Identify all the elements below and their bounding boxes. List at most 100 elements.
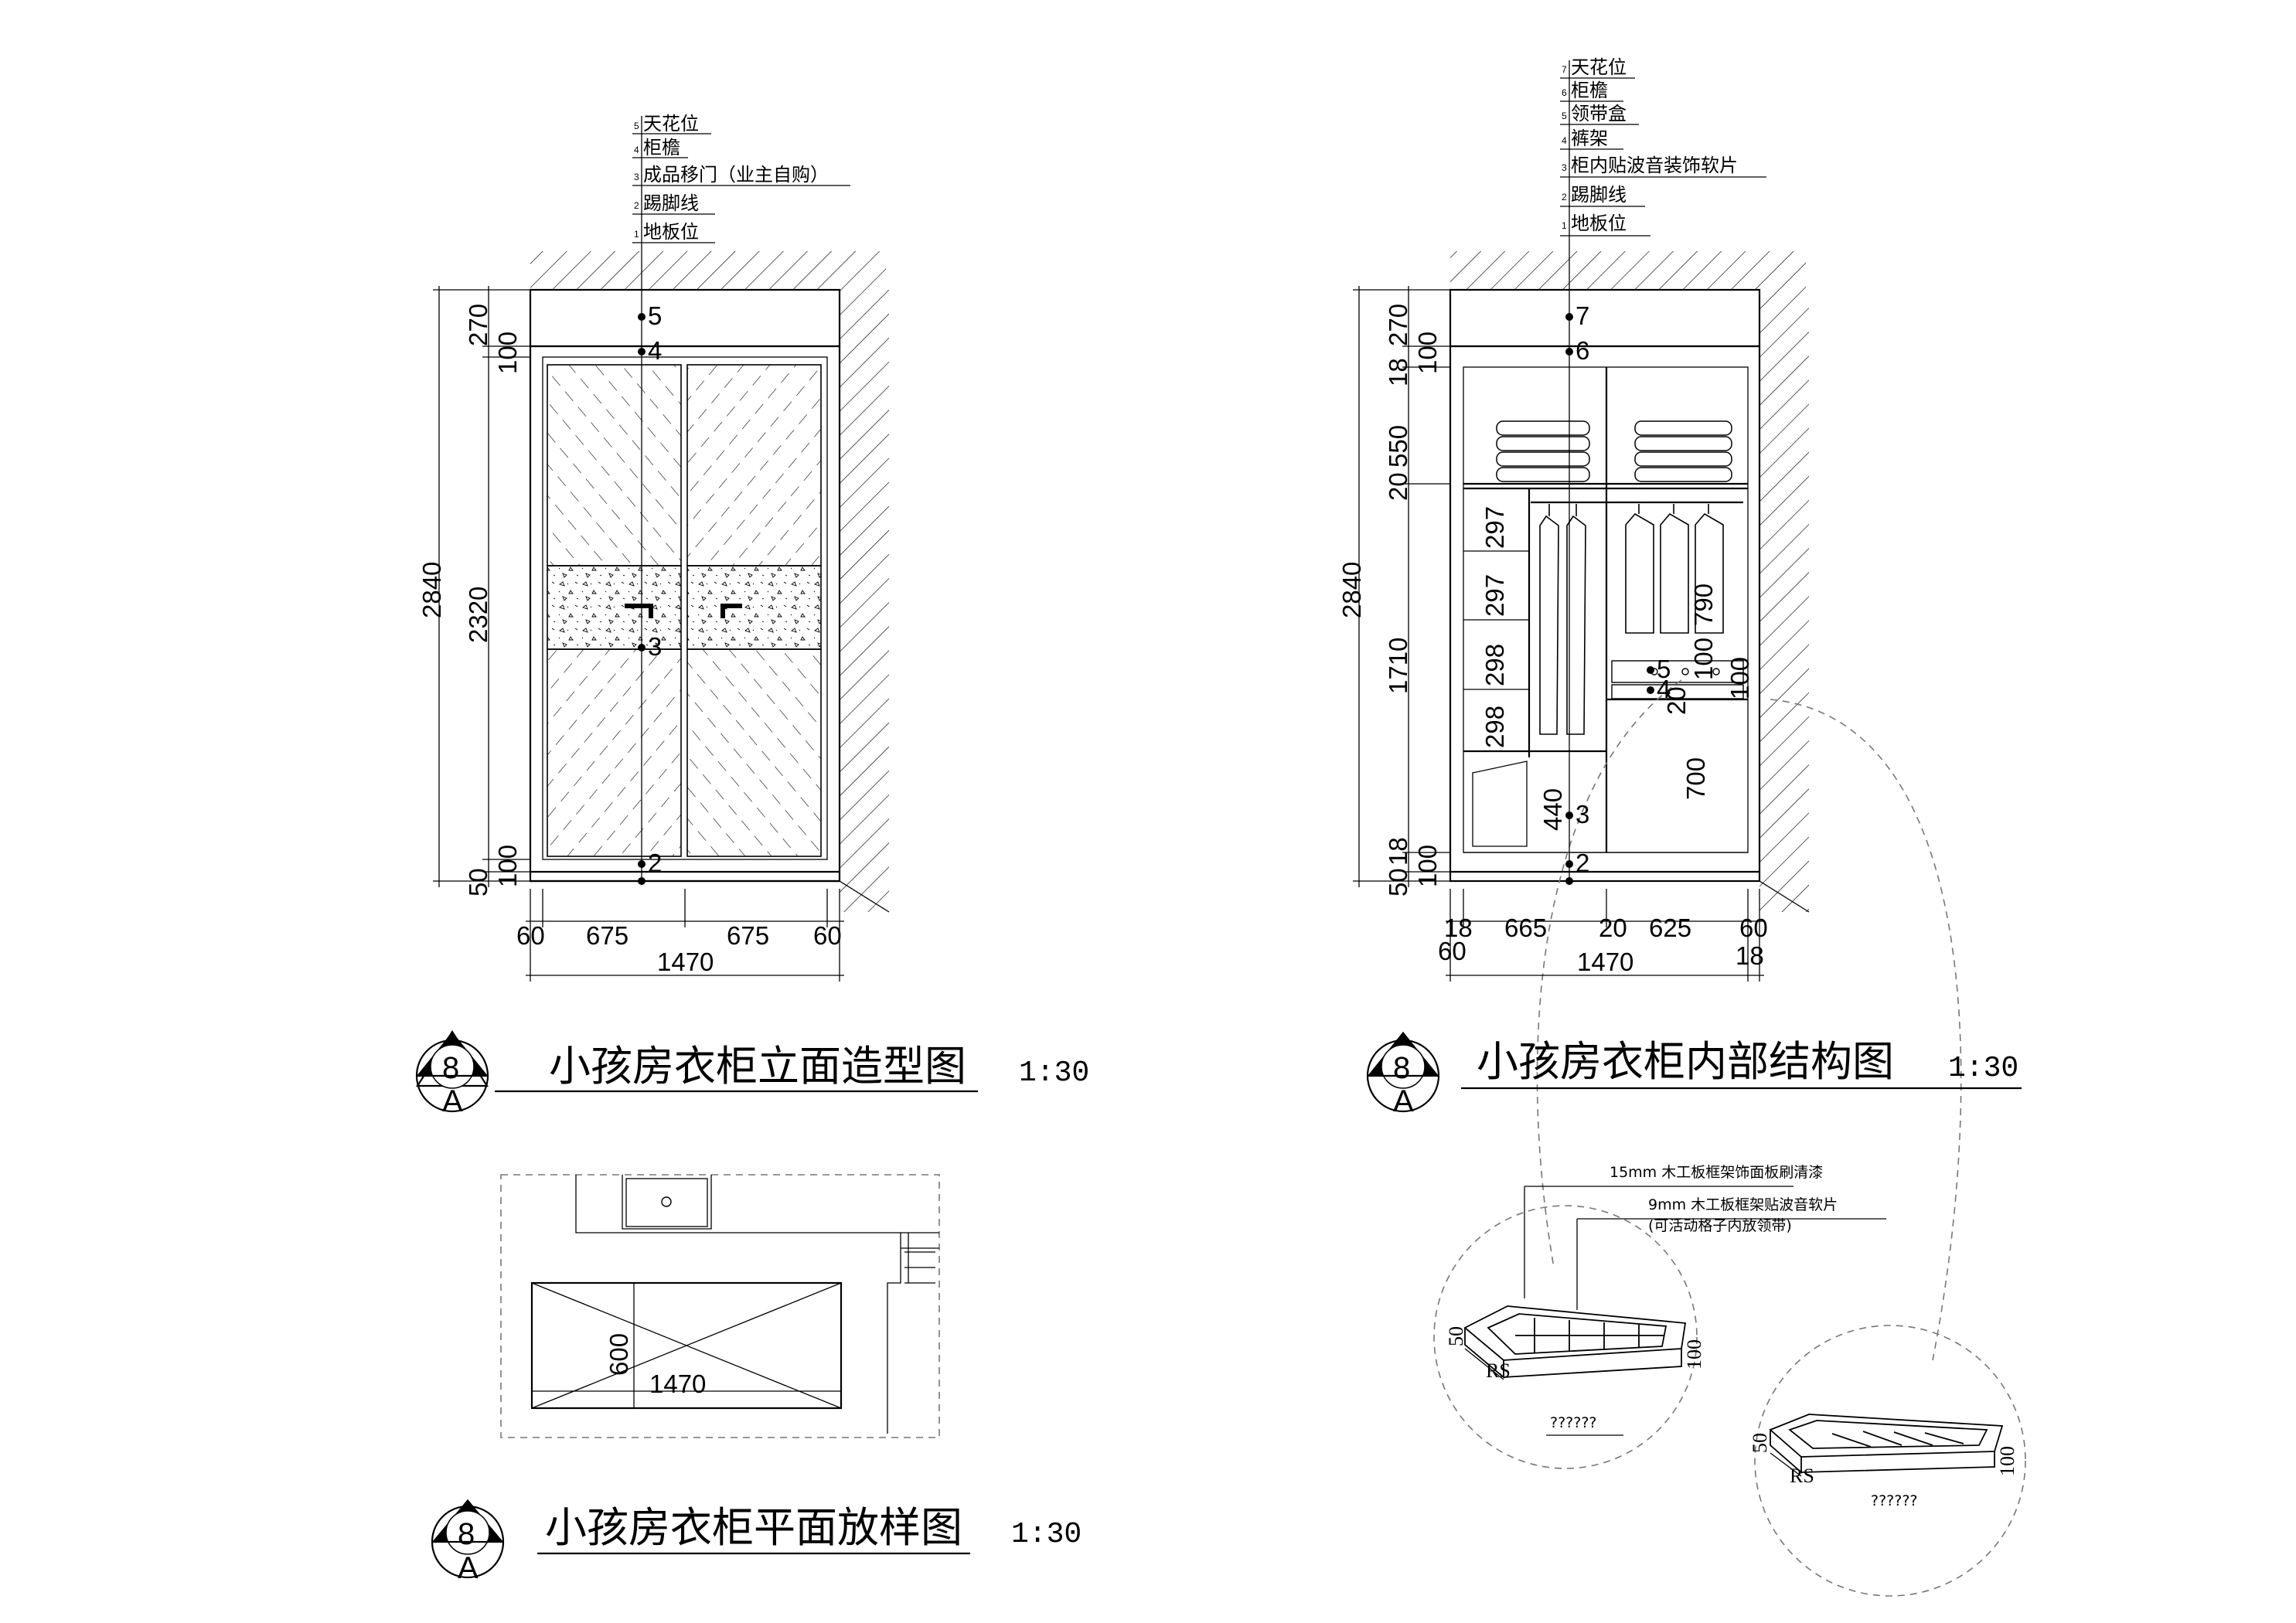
svg-text:18: 18 xyxy=(1384,358,1412,386)
symbol-number: 8 xyxy=(1393,1051,1410,1085)
svg-text:3: 3 xyxy=(1576,800,1589,829)
svg-text:18: 18 xyxy=(1384,837,1412,866)
dim-total-height: 2840 xyxy=(1337,562,1366,618)
svg-text:100: 100 xyxy=(1689,638,1718,680)
door-left-panel-stone xyxy=(547,565,682,650)
cabinet-inner-frame xyxy=(542,356,828,860)
svg-text:625: 625 xyxy=(1649,914,1691,942)
note-movable-grid: (可活动格子内放领带) xyxy=(1648,1217,1792,1234)
wall-hatch-right xyxy=(840,290,889,912)
tie-box-detail-a: 15mm 木工板框架饰面板刷清漆 9mm 木工板框架贴波音软片 (可活动格子内放… xyxy=(1433,1164,1886,1469)
label-interior-film: 柜内贴波音装饰软片 xyxy=(1571,155,1738,176)
door-right-upper xyxy=(686,364,822,567)
svg-text:4: 4 xyxy=(634,145,639,155)
dim-270: 270 xyxy=(464,304,492,346)
svg-text:6: 6 xyxy=(1562,87,1567,98)
note-panel-varnish: 15mm 木工板框架饰面板刷清漆 xyxy=(1610,1164,1823,1181)
svg-text:1710: 1710 xyxy=(1384,638,1412,694)
svg-text:5: 5 xyxy=(1657,655,1671,683)
label-tie-box: 领带盒 xyxy=(1571,103,1627,124)
svg-text:6: 6 xyxy=(1576,336,1589,365)
label-row-3: 3 成品移门（业主自购） xyxy=(632,164,850,186)
svg-text:675: 675 xyxy=(586,921,629,950)
title-block-front-elevation: 8 A 小孩房衣柜立面造型图 1:30 xyxy=(415,1029,1089,1118)
svg-text:7: 7 xyxy=(1576,301,1589,330)
vertical-dimensions: 2840 270 100 18 550 20 1710 18 100 50 xyxy=(1337,286,1450,897)
plan-stairs xyxy=(901,1232,939,1284)
svg-text:4: 4 xyxy=(1657,675,1671,703)
svg-text:5: 5 xyxy=(1562,111,1567,121)
folded-clothes-right xyxy=(1634,420,1732,482)
wall-hatch-top xyxy=(530,251,886,290)
detail-a-radius: RS xyxy=(1486,1359,1511,1382)
interior-dimensions: 297 297 298 298 440 790 100 20 100 700 xyxy=(1480,506,1754,831)
svg-text:60: 60 xyxy=(813,921,842,950)
tie-box-detail-b: 50 100 RS ?????? xyxy=(1749,1325,2026,1597)
drawing-title: 小孩房衣柜内部结构图 xyxy=(1477,1037,1894,1086)
svg-text:298: 298 xyxy=(1480,644,1509,686)
plan-view: 600 1470 8 A 小孩房衣柜平面放样图 1:30 xyxy=(431,1174,1082,1585)
svg-text:3: 3 xyxy=(634,172,639,182)
detail-a-width: 100 xyxy=(1683,1339,1705,1370)
svg-text:665: 665 xyxy=(1504,914,1547,942)
svg-text:3: 3 xyxy=(648,632,662,661)
drawing-scale: 1:30 xyxy=(1019,1056,1089,1090)
dim-width: 1470 xyxy=(649,1370,706,1398)
svg-text:20: 20 xyxy=(1599,914,1627,942)
svg-text:5: 5 xyxy=(634,121,639,131)
dim-100: 100 xyxy=(493,332,522,374)
plan-boundary xyxy=(500,1174,940,1438)
dim-depth: 600 xyxy=(605,1333,633,1376)
detail-b-width: 100 xyxy=(1996,1446,2018,1476)
svg-text:4: 4 xyxy=(1562,135,1567,146)
label-trouser-rack: 裤架 xyxy=(1571,128,1608,149)
door-handle-left xyxy=(625,604,653,618)
svg-text:50: 50 xyxy=(1384,868,1412,897)
svg-text:298: 298 xyxy=(1480,706,1509,748)
svg-text:790: 790 xyxy=(1689,584,1718,626)
note-panel-film: 9mm 木工板框架贴波音软片 xyxy=(1648,1196,1838,1213)
label-floor: 地板位 xyxy=(643,221,699,243)
drawing-scale: 1:30 xyxy=(1948,1052,2018,1085)
svg-text:270: 270 xyxy=(1384,304,1412,346)
svg-text:2: 2 xyxy=(634,200,639,211)
detail-circle xyxy=(1754,1325,2026,1597)
svg-text:60: 60 xyxy=(516,921,545,950)
svg-text:1: 1 xyxy=(634,229,639,240)
plan-wall-right xyxy=(887,1248,901,1434)
detail-b-caption: ?????? xyxy=(1871,1492,1918,1509)
leader-points: 5 4 3 2 xyxy=(638,301,662,885)
symbol-letter: A xyxy=(442,1084,463,1118)
door-handle-right xyxy=(720,604,742,618)
svg-text:100: 100 xyxy=(1413,332,1442,374)
svg-text:675: 675 xyxy=(727,921,769,950)
svg-text:100: 100 xyxy=(1725,657,1754,699)
svg-text:18: 18 xyxy=(1444,914,1473,942)
dim-100-bottom: 100 xyxy=(493,845,522,887)
label-floor: 地板位 xyxy=(1571,213,1627,234)
vertical-dimensions: 2840 270 100 2320 100 50 xyxy=(417,286,530,897)
wardrobe-plan xyxy=(530,1281,843,1410)
svg-text:2: 2 xyxy=(1576,849,1589,877)
label-sliding-door: 成品移门（业主自购） xyxy=(643,164,829,185)
label-cornice: 柜檐 xyxy=(1571,80,1608,101)
door-left-upper xyxy=(547,364,682,567)
dim-2320: 2320 xyxy=(464,587,492,643)
horizontal-dimensions: 18 665 20 625 60 60 1470 18 xyxy=(1438,889,1768,982)
hanging-coats-left xyxy=(1539,504,1586,735)
svg-text:20: 20 xyxy=(1662,686,1691,715)
svg-text:440: 440 xyxy=(1538,788,1567,831)
detail-callout-arc xyxy=(1770,699,1962,1361)
plan-window-niche xyxy=(625,1178,708,1227)
cabinet-frame xyxy=(1449,345,1761,883)
leader-points: 7 6 5 4 3 2 xyxy=(1565,301,1671,885)
cabinet-cornice xyxy=(529,288,841,348)
door-right-lower xyxy=(686,648,822,857)
dim-50: 50 xyxy=(464,868,492,897)
svg-text:700: 700 xyxy=(1681,757,1710,800)
cabinet-cornice xyxy=(1449,288,1761,348)
